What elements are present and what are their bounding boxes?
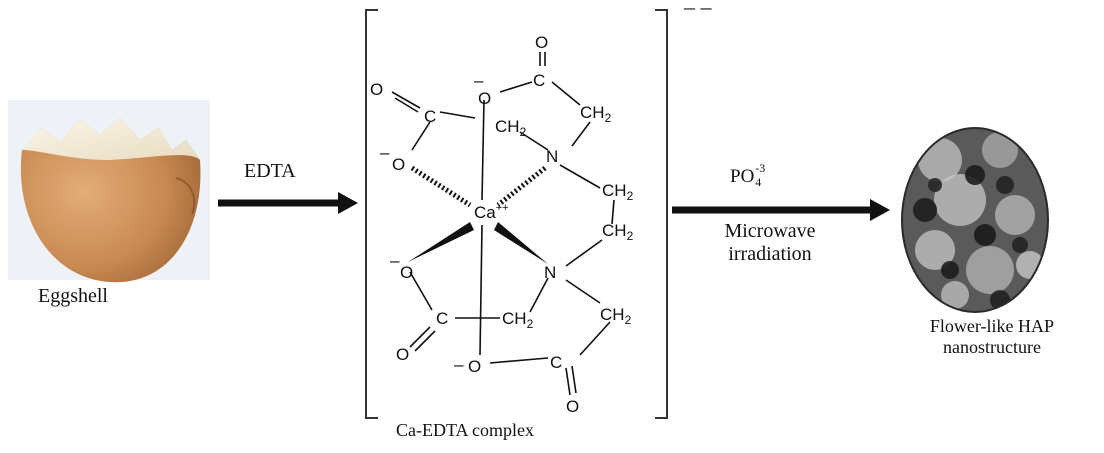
hap-sem-image	[901, 127, 1049, 313]
atom-ca: Ca++	[474, 202, 509, 222]
microwave-condition-label: Microwave irradiation	[724, 220, 816, 265]
atom-c: C	[550, 353, 562, 372]
atom-o: O	[370, 80, 383, 99]
atom-c: C	[424, 107, 436, 126]
atom-o: O	[400, 263, 413, 282]
atom-anion: –	[390, 251, 400, 270]
atom-ch2: CH2	[580, 103, 612, 125]
atom-n: N	[544, 263, 556, 282]
atom-ch2: CH2	[602, 221, 634, 243]
arrow-microwave	[672, 199, 890, 221]
atom-o: O	[566, 397, 579, 416]
atom-anion: –	[454, 355, 464, 374]
atom-c: C	[533, 71, 545, 90]
product-label: Flower-like HAP nanostructure	[929, 316, 1055, 357]
complex-brackets	[365, 9, 668, 419]
atom-n: N	[546, 147, 558, 166]
atom-anion: –	[380, 143, 390, 162]
atom-o: O	[478, 89, 491, 108]
atom-anion: –	[474, 71, 484, 90]
atom-ch2: CH2	[495, 117, 527, 139]
atom-o: O	[535, 33, 548, 52]
atom-o: O	[392, 155, 405, 174]
arrow-edta	[218, 192, 358, 214]
atom-c: C	[436, 309, 448, 328]
atom-o: O	[468, 357, 481, 376]
atom-ch2: CH2	[502, 309, 534, 331]
complex-label: Ca-EDTA complex	[396, 420, 535, 440]
wedge-bonds	[408, 222, 548, 264]
eggshell-image	[8, 100, 210, 283]
hashed-bonds	[410, 165, 547, 208]
atom-ch2: CH2	[602, 181, 634, 203]
edta-structure	[391, 52, 615, 396]
atom-o: O	[396, 345, 409, 364]
edta-reagent-label: EDTA	[244, 160, 296, 182]
complex-charge: – –	[684, 0, 712, 19]
atom-ch2: CH2	[600, 305, 632, 327]
eggshell-label: Eggshell	[38, 285, 108, 307]
